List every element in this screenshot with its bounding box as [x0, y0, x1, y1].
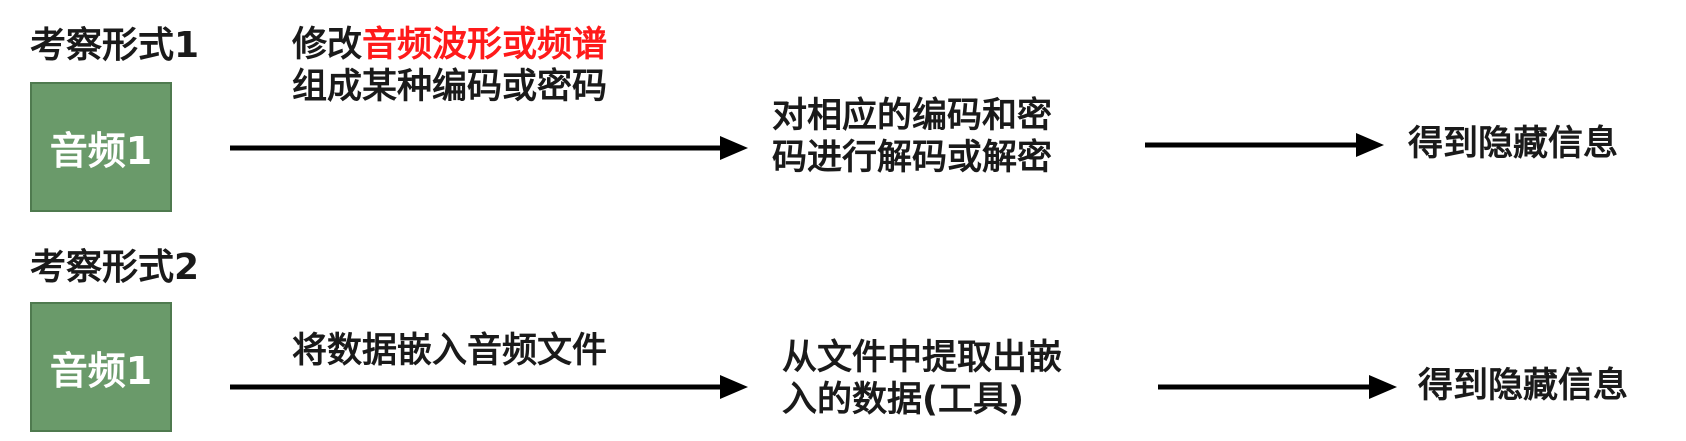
row1-step2-label: 对相应的编码和密 码进行解码或解密 — [772, 95, 1052, 179]
audio1-box-row2-label: 音频1 — [49, 348, 153, 393]
audio1-box-row1-label: 音频1 — [49, 128, 153, 173]
arrow-row2-to-step2 — [230, 375, 748, 399]
row2-step2-line1: 从文件中提取出嵌 — [782, 338, 1063, 378]
arrow-row1-to-step2 — [230, 136, 748, 160]
row1-result-label: 得到隐藏信息 — [1408, 124, 1619, 164]
row1-step1-line1: 修改音频波形或频谱 — [292, 25, 608, 65]
row1-step2-line1: 对相应的编码和密 — [772, 96, 1053, 136]
audio1-box-row2: 音频1 — [30, 302, 172, 432]
form2-heading: 考察形式2 — [30, 247, 200, 288]
row2-step2-line2: 入的数据(工具) — [782, 380, 1024, 420]
form1-heading: 考察形式1 — [30, 25, 200, 66]
row1-step1-label: 修改音频波形或频谱 组成某种编码或密码 — [292, 24, 607, 108]
arrow-row2-to-result — [1158, 375, 1397, 399]
row2-result-label: 得到隐藏信息 — [1418, 366, 1629, 406]
row2-step2-label: 从文件中提取出嵌 入的数据(工具) — [782, 337, 1062, 421]
row1-step2-line2: 码进行解码或解密 — [772, 138, 1053, 178]
audio1-box-row1: 音频1 — [30, 82, 172, 212]
row2-step1-label: 将数据嵌入音频文件 — [292, 331, 608, 371]
row1-step1-highlight: 音频波形或频谱 — [362, 25, 608, 65]
row1-step1-line2: 组成某种编码或密码 — [292, 67, 608, 107]
arrow-row1-to-result — [1145, 133, 1384, 157]
